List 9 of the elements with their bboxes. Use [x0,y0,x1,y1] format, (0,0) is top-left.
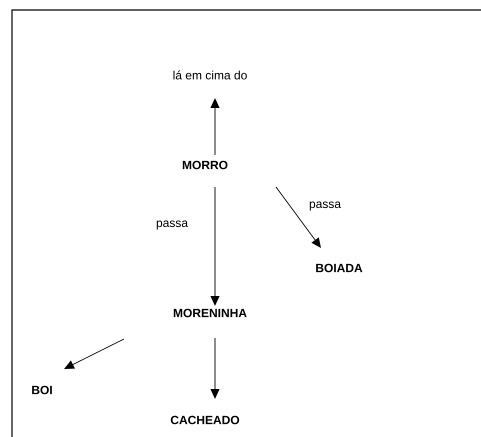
concept-label: MORENINHA [174,308,247,318]
text-label: lá em cima do [173,70,247,80]
edge-label: passa [155,220,190,230]
concept-label: BOI [32,386,52,394]
concept-label: MORRO [182,160,228,170]
arrow [276,186,321,248]
edge-label: passa [308,200,342,212]
concept-label: CACHEADO [170,416,240,424]
concept-label: BOIADA [316,264,362,272]
